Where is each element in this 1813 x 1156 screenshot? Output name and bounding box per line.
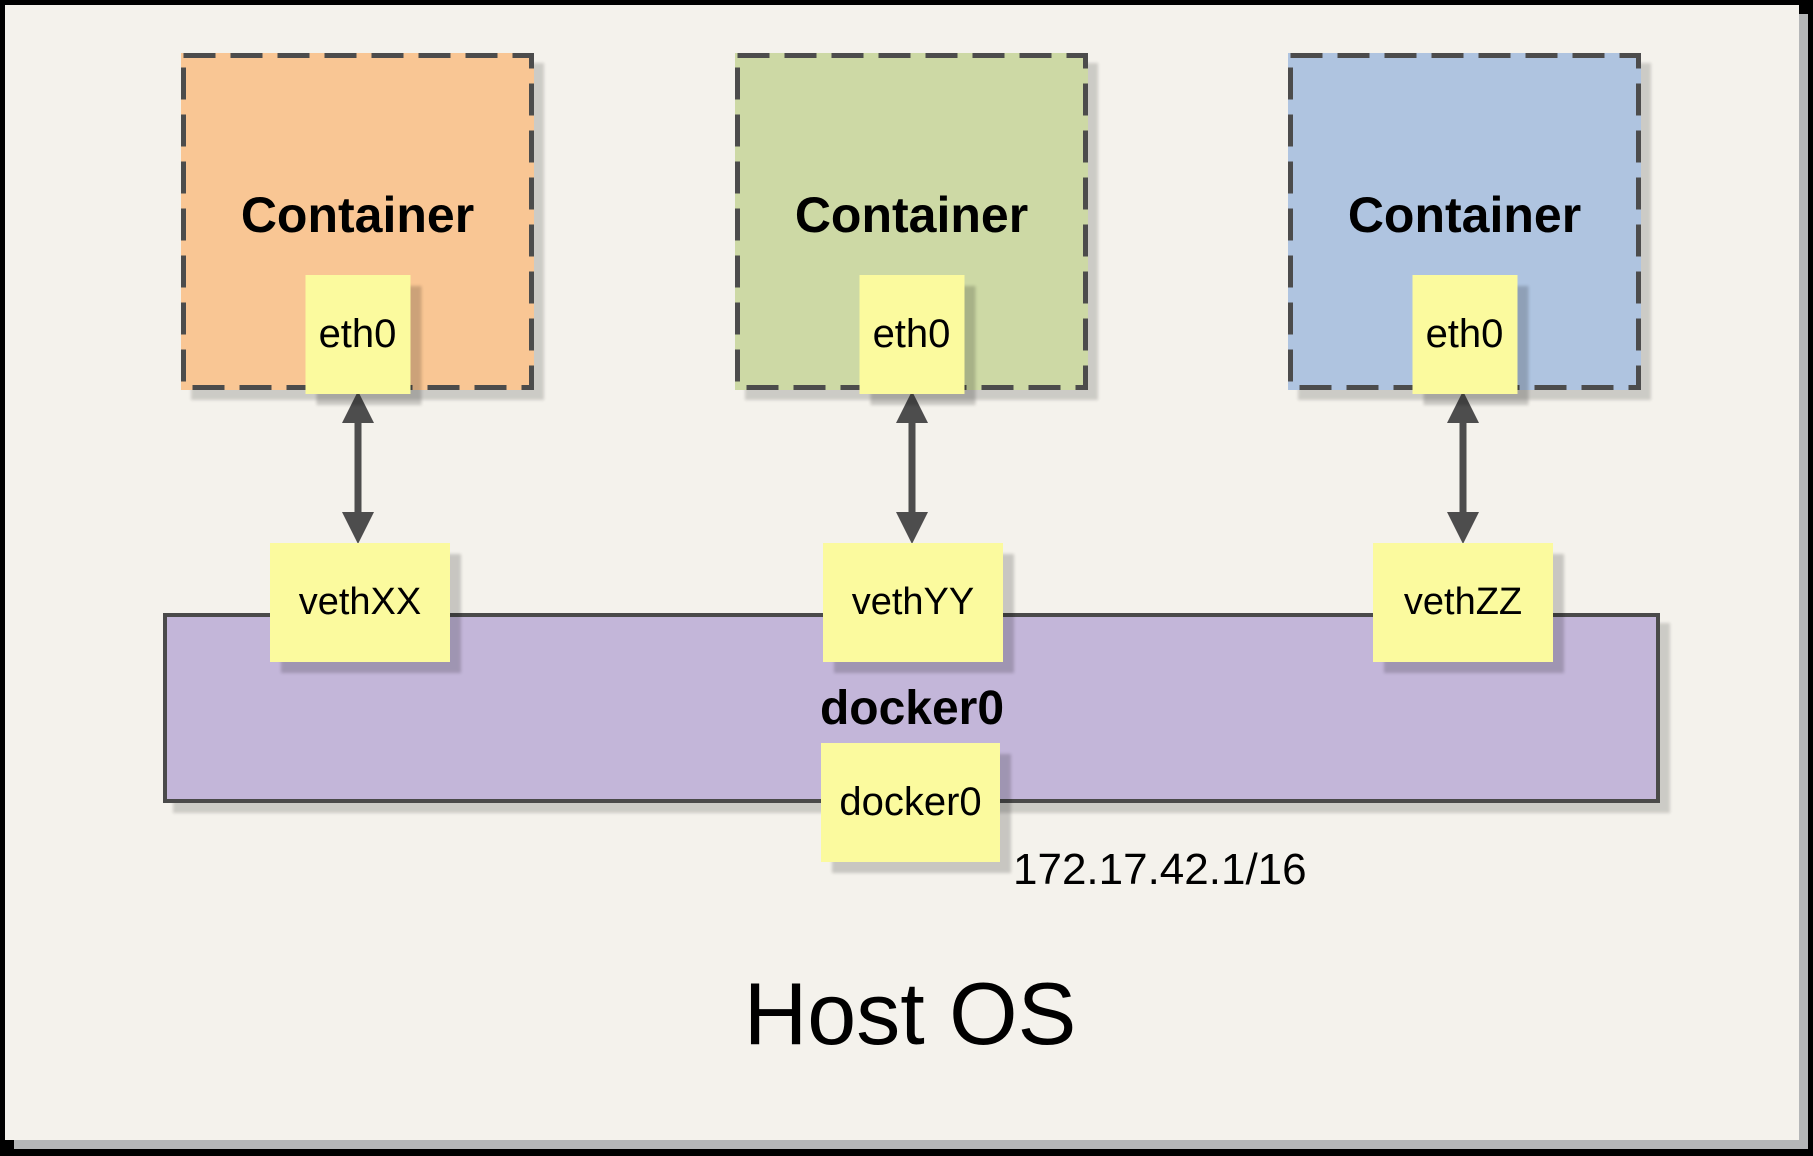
docker0-interface-chip: docker0	[821, 743, 1000, 862]
vethyy-interface-chip: vethYY	[823, 543, 1003, 662]
eth0-interface-chip-1: eth0	[305, 275, 410, 394]
host-os-canvas: Container eth0 Container eth0 Container …	[5, 5, 1799, 1140]
double-arrow-vertical-icon	[1447, 391, 1479, 544]
container-label: Container	[794, 186, 1029, 243]
container-label: Container	[1347, 186, 1582, 243]
container-node-3: Container eth0	[1288, 53, 1641, 394]
eth0-interface-chip-2: eth0	[859, 275, 964, 394]
container-label: Container	[240, 186, 475, 243]
eth0-interface-chip-3: eth0	[1412, 275, 1517, 394]
vethzz-interface-chip: vethZZ	[1373, 543, 1553, 662]
host-os-title: Host OS	[743, 964, 1077, 1063]
bridge-ip-address: 172.17.42.1/16	[1013, 845, 1307, 894]
vethxx-interface-chip: vethXX	[270, 543, 450, 662]
double-arrow-vertical-icon	[342, 391, 374, 544]
docker0-bridge-label: docker0	[819, 682, 1005, 735]
container-node-1: Container eth0	[181, 53, 534, 394]
container-node-2: Container eth0	[735, 53, 1088, 394]
double-arrow-vertical-icon	[896, 391, 928, 544]
